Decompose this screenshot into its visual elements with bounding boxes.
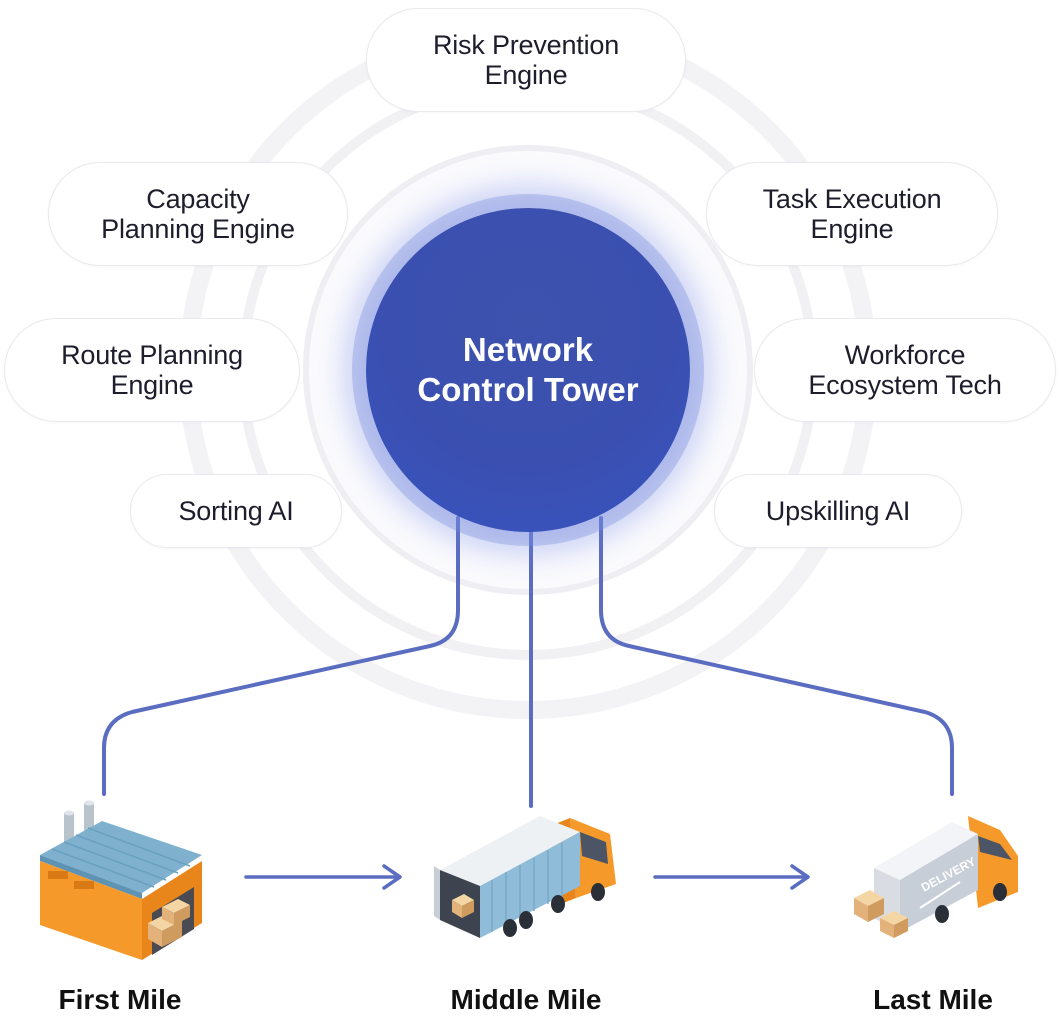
last-mile-label: Last Mile xyxy=(873,984,993,1015)
arrow-first-to-middle xyxy=(244,864,402,890)
wheel-icon xyxy=(935,883,1007,923)
chimney-icon xyxy=(64,813,74,853)
delivery-van-illustration: DELIVERY xyxy=(854,816,1018,938)
boxes-icon xyxy=(148,899,190,947)
connector-last-mile xyxy=(599,516,954,796)
boxes-icon xyxy=(854,890,908,938)
cargo-truck-illustration xyxy=(434,816,616,938)
middle-mile-label: Middle Mile xyxy=(450,984,602,1015)
chimney-icon xyxy=(84,803,94,843)
wheel-icon xyxy=(503,883,605,937)
upskilling-ai: Upskilling AI xyxy=(714,474,962,548)
warehouse-illustration xyxy=(40,800,202,960)
arrow-middle-to-last xyxy=(653,864,810,890)
sorting-ai: Sorting AI xyxy=(130,474,342,548)
connector-first-mile xyxy=(102,516,460,796)
first-mile-label: First Mile xyxy=(58,984,182,1015)
